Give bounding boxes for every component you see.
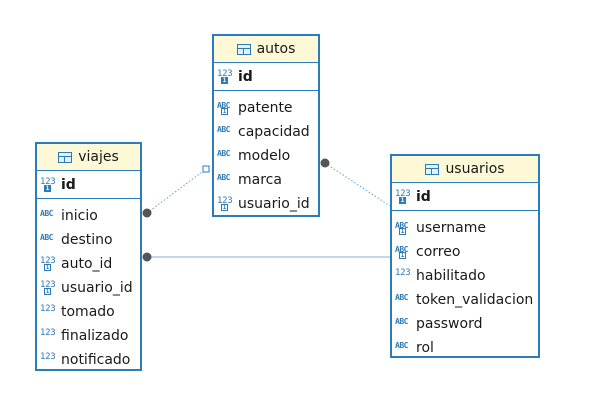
column-name: usuario_id [61, 280, 133, 296]
table-icon [236, 43, 251, 55]
column-name: modelo [238, 148, 291, 164]
column-name: usuario_id [238, 196, 310, 212]
entity-title: viajes [78, 149, 119, 165]
column-row[interactable]: ABC capacidad [214, 120, 318, 144]
column-name: username [416, 220, 486, 236]
column-name: capacidad [238, 124, 310, 140]
entity-header-autos[interactable]: autos [214, 36, 318, 63]
endpoint-dot-viajes-auto-id [142, 252, 152, 262]
endpoint-dot-autos-marca [320, 158, 330, 168]
pk-name: id [61, 176, 76, 193]
column-row[interactable]: 123 tomado [37, 300, 140, 324]
endpoint-square-autos [202, 165, 210, 173]
column-row[interactable]: 123 finalizado [37, 324, 140, 348]
text-type-icon: ABC [217, 173, 230, 182]
text-type-icon: ABC [217, 125, 230, 134]
entity-header-viajes[interactable]: viajes [37, 144, 140, 171]
text-type-icon: ABC [395, 341, 408, 350]
entity-title: autos [256, 41, 296, 57]
column-name: marca [238, 172, 282, 188]
column-name: notificado [61, 352, 131, 368]
column-row[interactable]: 123 notificado [37, 348, 140, 372]
column-row[interactable]: ABC password [392, 312, 538, 336]
column-name: destino [61, 232, 113, 248]
pk-name: id [416, 188, 431, 205]
column-name: token_validacion [416, 292, 534, 308]
link-viajes-autos[interactable] [146, 168, 207, 214]
column-row[interactable]: 123 habilitado [392, 264, 538, 288]
table-icon [58, 151, 73, 163]
column-row[interactable]: ABC token_validacion [392, 288, 538, 312]
link-autos-usuarios[interactable] [324, 162, 391, 207]
text-type-icon: ABC [395, 293, 408, 302]
table-icon [425, 163, 440, 175]
pk-name: id [238, 68, 253, 85]
text-type-icon: ABC [217, 149, 230, 158]
numeric-type-icon: 123 [40, 328, 56, 338]
column-row[interactable]: ABC rol [392, 336, 538, 360]
column-row[interactable]: ABC marca [214, 168, 318, 192]
column-name: tomado [61, 304, 115, 320]
text-type-icon: ABC [40, 209, 53, 218]
column-row[interactable]: ABC inicio [37, 204, 140, 228]
column-name: password [416, 316, 483, 332]
column-name: auto_id [61, 256, 113, 272]
column-row[interactable]: ABC modelo [214, 144, 318, 168]
column-name: habilitado [416, 268, 486, 284]
entity-title: usuarios [445, 161, 505, 177]
column-name: patente [238, 100, 293, 116]
column-name: finalizado [61, 328, 129, 344]
column-name: rol [416, 340, 434, 356]
column-row[interactable]: ABC destino [37, 228, 140, 252]
column-name: correo [416, 244, 461, 260]
column-name: inicio [61, 208, 98, 224]
numeric-type-icon: 123 [395, 268, 411, 278]
text-type-icon: ABC [395, 317, 408, 326]
text-type-icon: ABC [40, 233, 53, 242]
numeric-type-icon: 123 [40, 304, 56, 314]
numeric-type-icon: 123 [40, 352, 56, 362]
endpoint-dot-viajes-inicio [142, 208, 152, 218]
entity-header-usuarios[interactable]: usuarios [392, 156, 538, 183]
